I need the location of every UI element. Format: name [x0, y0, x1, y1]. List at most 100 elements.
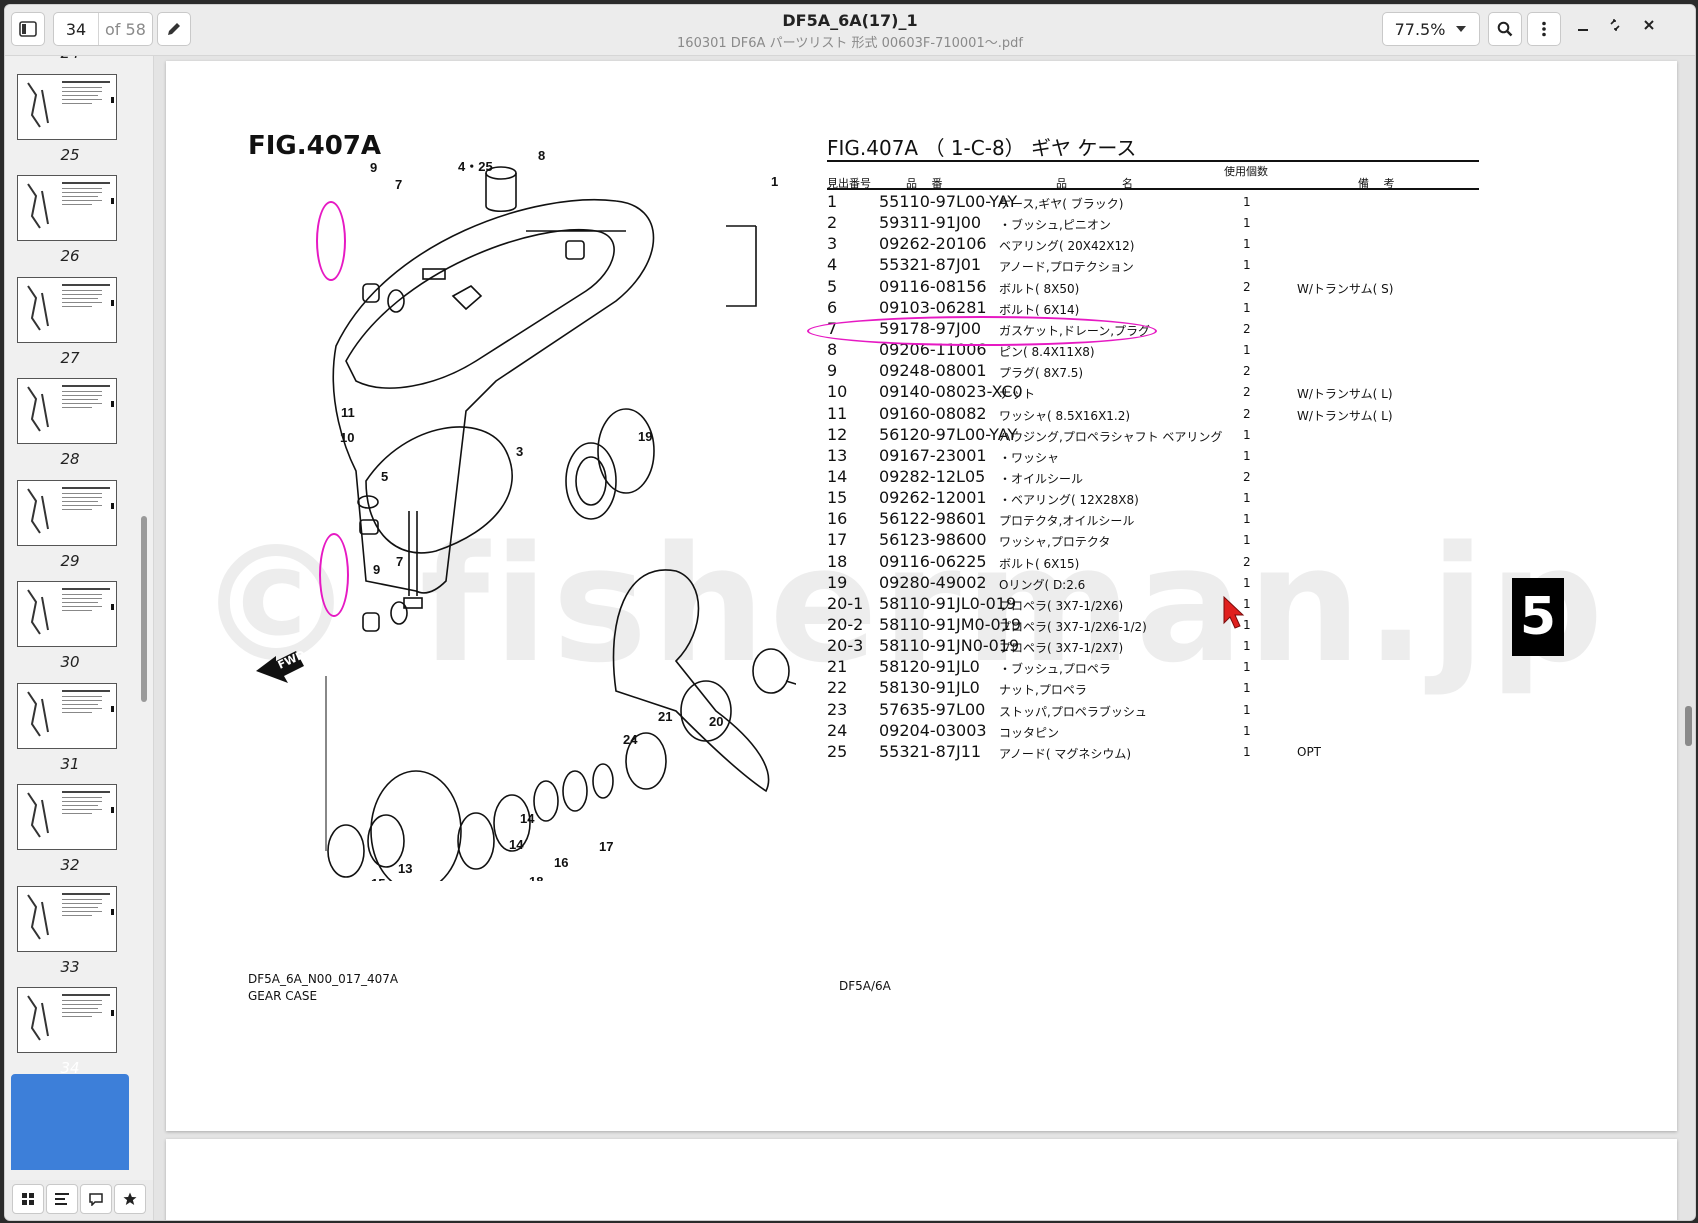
part-qty: 2	[1243, 469, 1251, 484]
callout-number: 11	[341, 405, 355, 420]
part-qty: 1	[1243, 723, 1251, 738]
close-button[interactable]	[1643, 17, 1655, 36]
callout-number: 4・25	[458, 159, 493, 174]
page-thumbnail-33[interactable]	[17, 885, 117, 952]
page-thumbnail-label: 34	[60, 1059, 80, 1077]
annotations-mode-button[interactable]	[80, 1184, 112, 1214]
sidebar-mode-bar	[5, 1180, 153, 1220]
page-thumbnail-label: 26	[60, 247, 80, 265]
thumbnails-mode-button[interactable]	[12, 1184, 44, 1214]
part-qty: 1	[1243, 618, 1251, 632]
part-ref-no: 6	[827, 297, 838, 317]
search-button[interactable]	[1488, 12, 1522, 46]
part-qty: 1	[1243, 195, 1251, 209]
sidebar-toggle-button[interactable]	[11, 12, 45, 46]
part-name: ベアリング( 20X42X12)	[999, 239, 1135, 254]
part-ref-no: 15	[827, 488, 848, 508]
list-icon	[55, 1193, 69, 1205]
part-number: 09262-12001	[879, 488, 987, 508]
minimize-icon	[1578, 29, 1588, 31]
part-ref-no: 23	[827, 699, 848, 719]
part-name: プロペラ( 3X7-1/2X6)	[999, 598, 1124, 613]
zoom-select[interactable]: 77.5%	[1382, 12, 1480, 46]
part-name: ワッシャ( 8.5X16X1.2)	[999, 408, 1131, 423]
part-number: 09116-08156	[879, 276, 987, 296]
kebab-menu-icon	[1542, 21, 1546, 37]
page-thumbnail-25[interactable]	[17, 73, 117, 140]
highlight-ellipse-lower-gasket	[319, 533, 349, 617]
part-name: ボルト( 6X14)	[999, 302, 1080, 317]
part-number: 55321-87J01	[879, 255, 982, 275]
part-name: プラグ( 8X7.5)	[999, 366, 1084, 381]
annotate-button[interactable]	[157, 12, 191, 46]
part-number: 09204-03003	[879, 720, 987, 740]
parts-list-title: FIG.407A （ 1-C-8） ギヤ ケース	[827, 136, 1137, 160]
page-thumbnail-28[interactable]	[17, 378, 117, 444]
page-thumbnail-label: 29	[60, 551, 80, 570]
part-ref-no: 20-3	[827, 636, 864, 656]
page-thumbnail-31[interactable]	[17, 682, 117, 749]
page-number-field[interactable]: 34 of 58	[53, 12, 153, 46]
viewer-scrollbar[interactable]	[1685, 706, 1692, 746]
callout-number: 24	[623, 732, 638, 747]
part-name: プロペラ( 3X7-1/2X7)	[999, 641, 1124, 656]
page-thumbnail-label: 31	[60, 754, 80, 773]
maximize-button[interactable]	[1609, 17, 1621, 36]
search-icon	[1497, 21, 1513, 37]
page-thumbnail-26[interactable]	[17, 175, 117, 241]
callout-number: 7	[395, 177, 402, 192]
callout-number: 16	[554, 855, 568, 870]
part-qty: 2	[1243, 554, 1251, 569]
part-ref-no: 24	[827, 720, 848, 740]
highlight-ellipse-upper-gasket	[316, 201, 346, 281]
part-ref-no: 1	[827, 192, 838, 211]
part-ref-no: 17	[827, 530, 848, 550]
part-qty: 2	[1243, 406, 1251, 421]
callout-number: 20	[709, 714, 723, 729]
page-thumbnail-30[interactable]	[17, 581, 117, 647]
part-number: 58130-91JL0	[879, 678, 980, 698]
part-qty: 1	[1243, 448, 1251, 463]
part-name: コッタピン	[999, 725, 1060, 740]
comment-icon	[89, 1192, 103, 1206]
outline-mode-button[interactable]	[46, 1184, 78, 1214]
part-qty: 1	[1243, 258, 1251, 273]
part-number: 09140-08023-XC0	[879, 382, 1023, 402]
part-ref-no: 19	[827, 572, 848, 592]
page-thumbnail-27[interactable]	[17, 276, 117, 343]
part-qty: 1	[1243, 300, 1251, 315]
callout-number: 15	[371, 876, 385, 881]
thumbnail-list[interactable]: 2425262728293031323334	[5, 56, 145, 1170]
page-current-input[interactable]: 34	[54, 13, 99, 45]
minimize-button[interactable]	[1577, 17, 1589, 36]
part-number: 56120-97L00-YAY	[879, 424, 1018, 444]
page-thumbnail-label: 33	[60, 957, 80, 976]
part-number: 09160-08082	[879, 403, 987, 423]
menu-button[interactable]	[1527, 12, 1561, 46]
part-ref-no: 12	[827, 424, 848, 444]
bookmarks-mode-button[interactable]	[114, 1184, 146, 1214]
part-qty: 2	[1243, 321, 1251, 336]
document-viewport[interactable]: © fisherman.jp FIG.407A	[154, 56, 1695, 1220]
part-name: ボルト( 6X15)	[999, 556, 1080, 571]
page-total-label: of 58	[105, 19, 146, 39]
part-ref-no: 21	[827, 657, 848, 677]
part-qty: 1	[1243, 427, 1251, 442]
part-name: ナット	[999, 387, 1036, 402]
part-name: ストッパ,プロペラブッシュ	[999, 704, 1147, 719]
page-thumbnail-29[interactable]	[17, 479, 117, 546]
close-icon	[1644, 20, 1654, 30]
page-thumbnail-32[interactable]	[17, 784, 117, 850]
sidebar-scrollbar[interactable]	[141, 516, 147, 702]
page-thumbnail-34[interactable]	[17, 987, 117, 1053]
part-ref-no: 4	[827, 255, 838, 275]
part-name: ハウジング,プロペラシャフト ベアリング	[999, 429, 1223, 444]
